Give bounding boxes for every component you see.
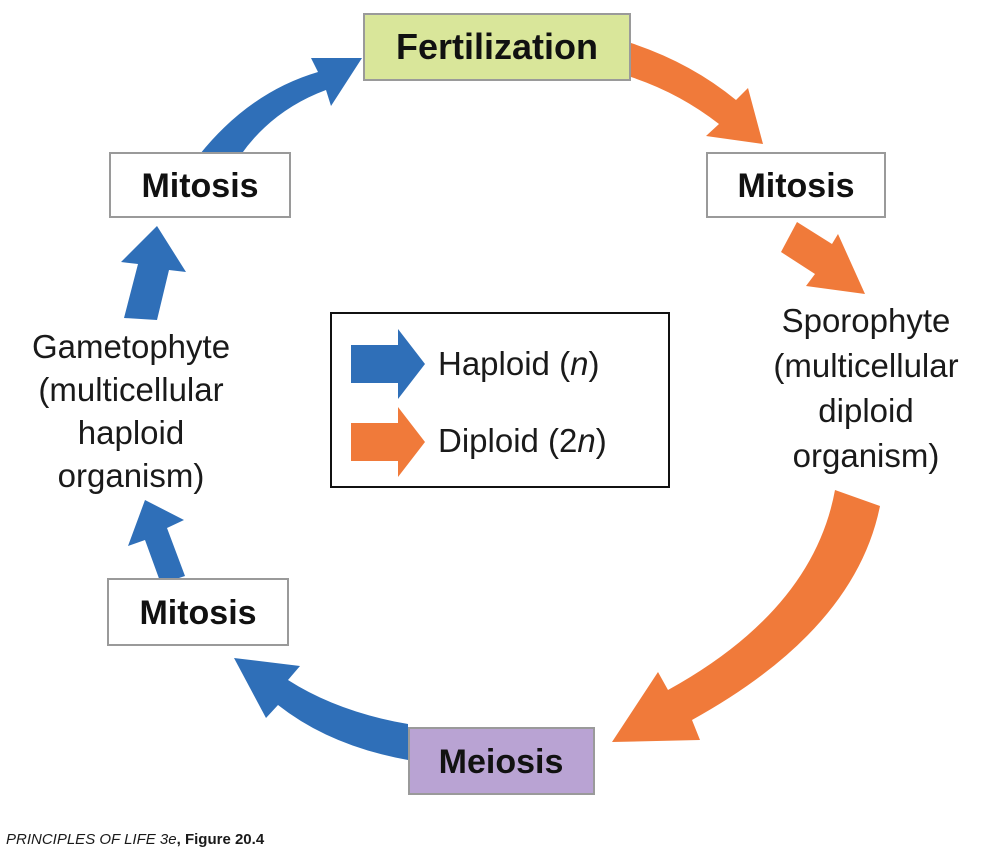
legend-diploid-symbol: n: [577, 422, 595, 459]
mitosis-top-right-label: Mitosis: [737, 167, 854, 205]
legend-diploid-prefix: Diploid (2: [438, 422, 577, 459]
mitosis-box-bottom-left: Mitosis: [107, 578, 289, 646]
legend: Haploid (n) Diploid (2n): [330, 312, 670, 488]
mitosis-box-top-left: Mitosis: [109, 152, 291, 218]
sporophyte-line-3: diploid: [818, 392, 913, 429]
meiosis-box-frame: [408, 727, 595, 795]
fertilization-box-frame: [363, 13, 631, 81]
mitosis-box-top-right: Mitosis: [706, 152, 886, 218]
arrow-fertilization-to-mitosis: [628, 42, 763, 144]
gametophyte-line-3: haploid: [78, 414, 184, 451]
legend-haploid-text: Haploid (n): [438, 345, 599, 382]
arrow-gametophyte-to-mitosis-top: [121, 226, 186, 320]
arrow-mitosis-to-sporophyte: [781, 222, 865, 294]
cycle-arrows: [121, 42, 880, 760]
fertilization-label: Fertilization: [396, 26, 598, 67]
gametophyte-line-1: Gametophyte: [32, 328, 230, 365]
legend-diploid-arrow-icon: [351, 407, 425, 477]
arrow-sporophyte-to-meiosis: [612, 490, 880, 742]
meiosis-box: Meiosis: [408, 727, 595, 795]
legend-haploid-prefix: Haploid (: [438, 345, 570, 382]
mitosis-bottom-left-label: Mitosis: [139, 594, 256, 632]
gametophyte-label: Gametophyte (multicellular haploid organ…: [32, 328, 230, 494]
caption-figure: , Figure 20.4: [177, 831, 265, 848]
figure-caption: PRINCIPLES OF LIFE 3e, Figure 20.4: [6, 831, 265, 848]
arrow-mitosis-top-to-fertilization: [200, 58, 362, 156]
sporophyte-line-2: (multicellular: [773, 347, 958, 384]
legend-haploid-symbol: n: [570, 345, 588, 382]
legend-diploid-text: Diploid (2n): [438, 422, 607, 459]
fertilization-box: Fertilization: [363, 13, 631, 81]
gametophyte-line-2: (multicellular: [38, 371, 223, 408]
sporophyte-line-4: organism): [793, 437, 940, 474]
legend-diploid-suffix: ): [596, 422, 607, 459]
mitosis-box-top-right-frame: [706, 152, 886, 218]
mitosis-box-top-left-frame: [109, 152, 291, 218]
arrow-mitosis-bottom-to-gametophyte: [128, 500, 185, 584]
arrow-meiosis-to-mitosis-bottom: [234, 658, 408, 760]
legend-haploid-suffix: ): [588, 345, 599, 382]
mitosis-top-left-label: Mitosis: [141, 167, 258, 205]
gametophyte-line-4: organism): [58, 457, 205, 494]
legend-haploid-arrow-icon: [351, 329, 425, 399]
sporophyte-line-1: Sporophyte: [782, 302, 951, 339]
mitosis-box-bottom-left-frame: [107, 578, 289, 646]
caption-title: PRINCIPLES OF LIFE 3e: [6, 831, 177, 848]
sporophyte-label: Sporophyte (multicellular diploid organi…: [773, 302, 958, 474]
meiosis-label: Meiosis: [439, 743, 564, 781]
